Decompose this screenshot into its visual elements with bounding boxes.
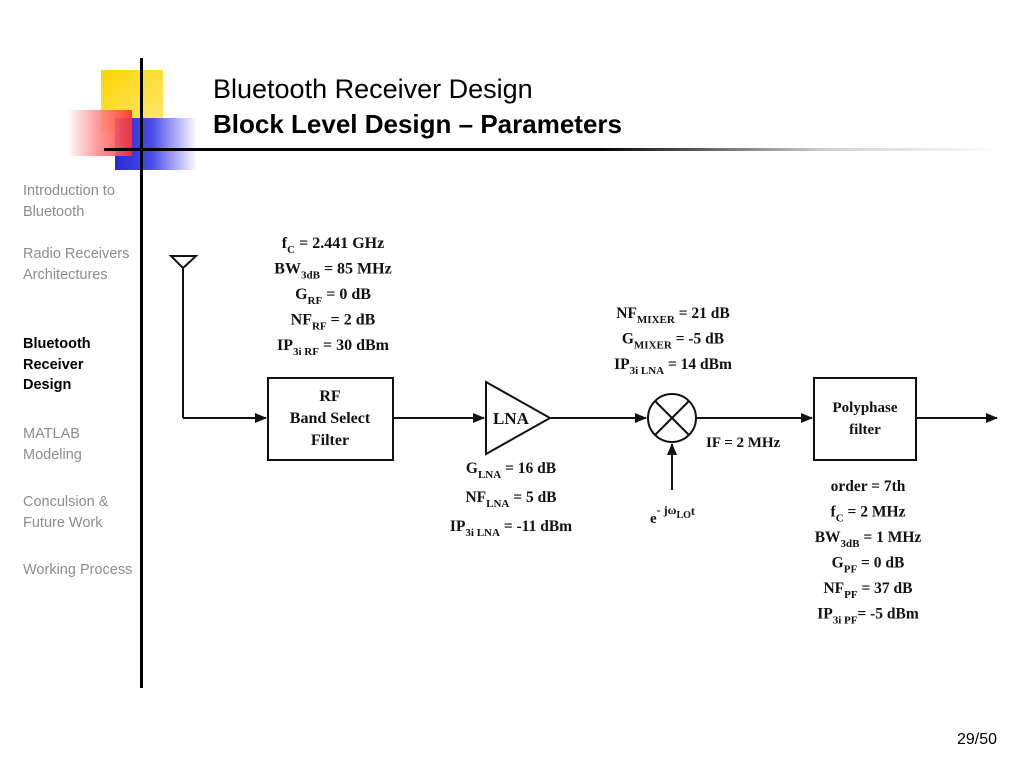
lna-param-2: IP3i LNA = -11 dBm [450,518,572,539]
polyphase-filter-block [813,377,917,461]
rf-param-1: BW3dB = 85 MHz [274,261,391,282]
rf-param-2: GRF = 0 dB [295,286,371,307]
nav-item-conclusion[interactable]: Conculsion & Future Work [23,494,109,531]
rf-param-3: NFRF = 2 dB [291,312,376,333]
nav-item-matlab[interactable]: MATLAB Modeling [23,426,82,463]
lo-signal-label: e- jωLOt [650,503,695,527]
nav-item-working-process[interactable]: Working Process [23,562,133,578]
lna-param-1: NFLNA = 5 dB [465,489,556,510]
rf-filter-label-1: RF [319,388,341,405]
rf-filter-label-3: Filter [311,432,349,449]
slide-title: Bluetooth Receiver Design [213,74,533,104]
pf-param-3: GPF = 0 dB [832,555,905,576]
if-label: IF = 2 MHz [706,435,781,451]
rf-param-0: fC = 2.441 GHz [282,235,384,256]
slide-subtitle: Block Level Design – Parameters [213,109,622,139]
lna-label: LNA [493,409,530,428]
lna-param-0: GLNA = 16 dB [466,460,556,481]
pf-param-0: order = 7th [831,478,906,495]
page-number: 29/50 [956,731,997,748]
lna-parameters: GLNA = 16 dB NFLNA = 5 dB IP3i LNA = -11 d… [450,460,572,539]
pf-param-5: IP3i PF= -5 dBm [817,606,919,627]
title-divider [104,148,1004,151]
polyphase-label-1: Polyphase [832,400,897,416]
rf-filter-label-2: Band Select [290,410,371,427]
mixer-param-0: NFMIXER = 21 dB [616,305,729,326]
mixer-param-1: GMIXER = -5 dB [622,331,724,352]
pf-param-4: NFPF = 37 dB [823,580,912,601]
lna-block [485,380,553,456]
pf-param-2: BW3dB = 1 MHz [815,529,922,550]
nav-item-introduction[interactable]: Introduction to Bluetooth [23,183,115,220]
nav-item-bluetooth-receiver[interactable]: Bluetooth Receiver Design [23,336,91,393]
mixer-param-2: IP3i LNA = 14 dBm [614,356,732,377]
mixer-icon [647,393,697,443]
polyphase-label-2: filter [849,422,881,438]
pf-param-1: fC = 2 MHz [831,504,906,525]
nav-item-radio-receivers[interactable]: Radio Receivers Architectures [23,246,130,283]
rf-filter-block [267,377,394,461]
sidebar-divider [140,58,143,688]
rf-param-4: IP3i RF = 30 dBm [277,337,390,358]
mixer-parameters: NFMIXER = 21 dB GMIXER = -5 dB IP3i LNA = … [614,305,732,377]
antenna-icon [168,255,199,418]
